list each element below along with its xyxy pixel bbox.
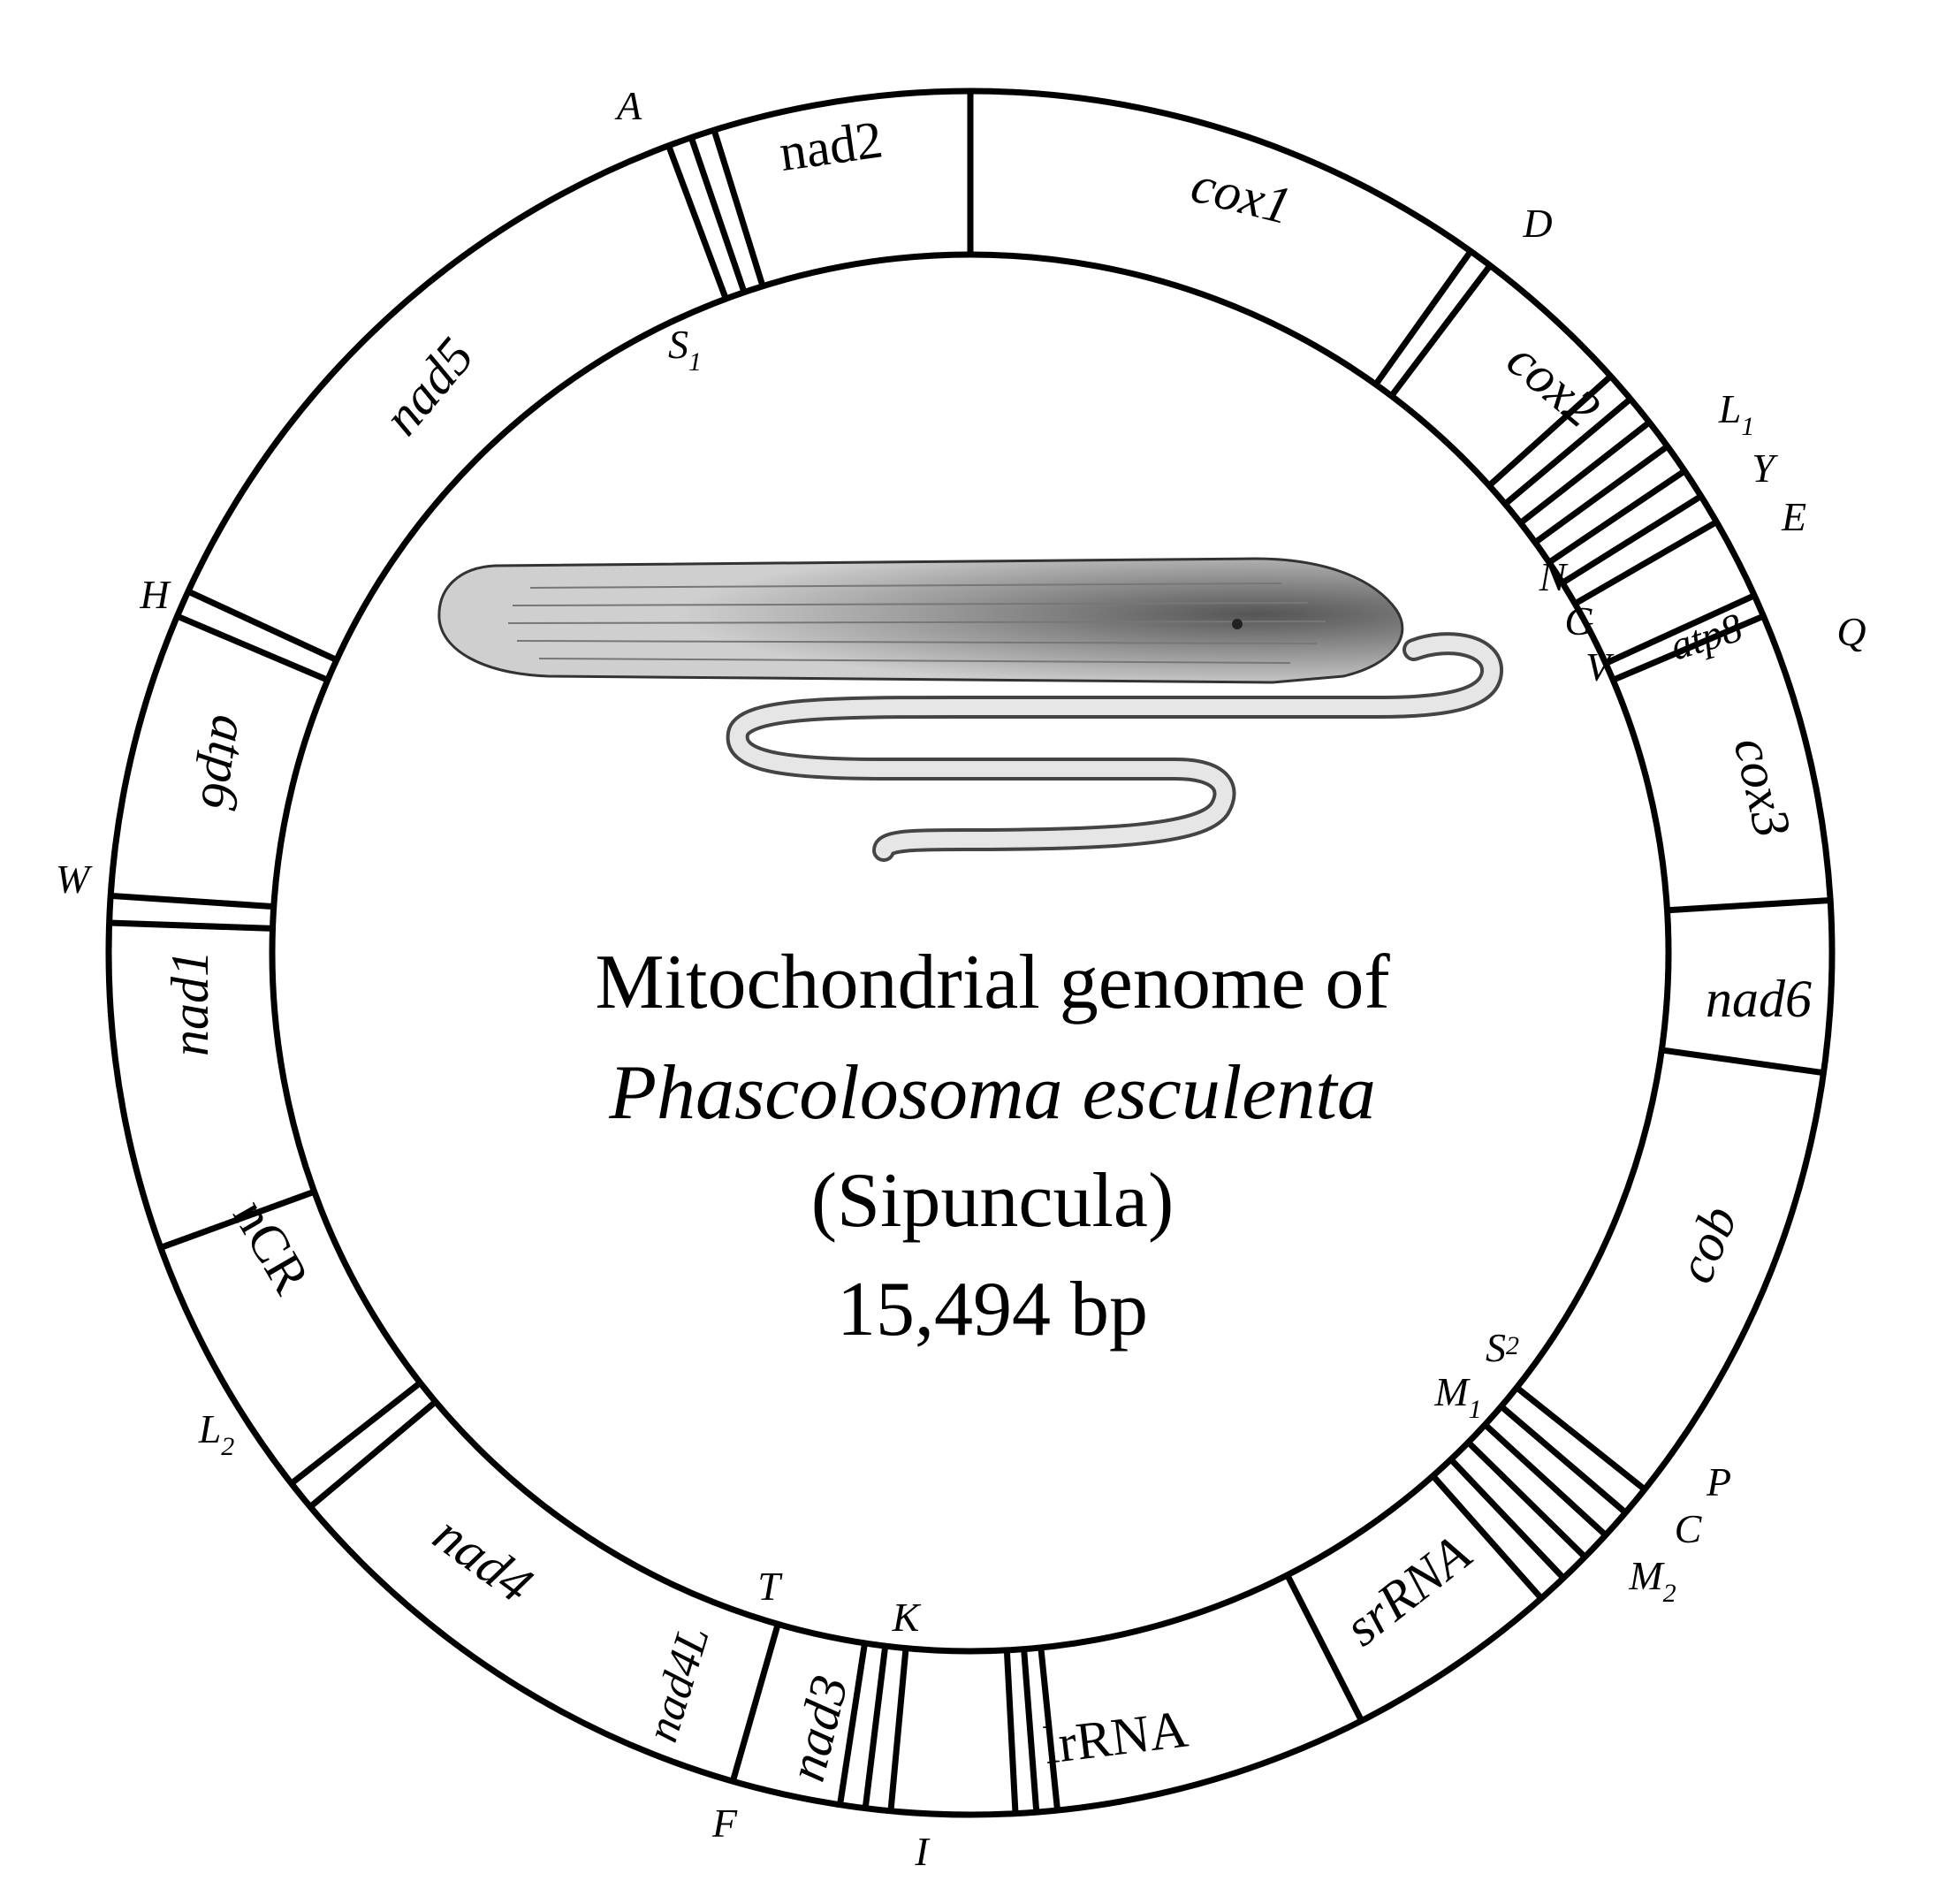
trna-label-W: W (56, 857, 93, 902)
trna-label-P: P (1706, 1459, 1731, 1504)
trna-label-N: N (1539, 554, 1569, 599)
ring-divider-2 (688, 136, 748, 293)
trna-label-H: H (139, 572, 171, 617)
ring-divider-6 (1486, 373, 1613, 488)
ring-divider-18 (1499, 1404, 1628, 1515)
ring-divider-4 (1372, 249, 1474, 386)
title-block: Mitochondrial genome of Phascolosoma esc… (595, 940, 1390, 1352)
gene-label-cox3: cox3 (1723, 732, 1803, 842)
ring-divider-8 (1518, 419, 1652, 526)
ring-divider-1 (665, 144, 729, 301)
title-line-length: 15,494 bp (837, 1267, 1148, 1352)
trna-label-S2: S2 (1486, 1325, 1519, 1370)
gene-label-nad1: nad1 (161, 950, 219, 1056)
trna-label-V: V (1585, 644, 1615, 689)
ring-divider-21 (1448, 1457, 1566, 1580)
gene-label-atp8: atp8 (1665, 605, 1747, 669)
ring-divider-11 (1561, 493, 1703, 586)
ring-divider-15 (1667, 896, 1831, 914)
title-line-phylum: (Sipuncula) (811, 1158, 1174, 1244)
trna-label-M1: M1 (1433, 1369, 1481, 1424)
ring-divider-26 (1003, 1649, 1019, 1814)
gene-label-cob: cob (1666, 1198, 1749, 1291)
gene-boundaries (109, 91, 1831, 1814)
ring-divider-9 (1533, 444, 1669, 545)
ring-divider-35 (110, 892, 274, 910)
ring-divider-25 (1021, 1649, 1040, 1813)
ring-divider-5 (1388, 263, 1493, 399)
gene-label-atp6: atp6 (190, 712, 261, 813)
title-line-species: Phascolosoma esculenta (608, 1050, 1376, 1136)
ring-divider-13 (1604, 592, 1756, 666)
gene-label-nad5: nad5 (372, 327, 485, 446)
ring-divider-33 (159, 1188, 315, 1251)
trna-label-Q: Q (1836, 609, 1866, 654)
gene-label-cox1: cox1 (1186, 155, 1297, 235)
gene-label-nad4L: nad4L (637, 1620, 719, 1748)
genome-ring (105, 88, 1836, 1818)
trna-label-M2: M2 (1628, 1553, 1676, 1608)
trna-label-D: D (1522, 201, 1552, 246)
ring-divider-30 (729, 1623, 781, 1783)
trna-label-K: K (892, 1595, 922, 1640)
ring-divider-19 (1483, 1422, 1608, 1538)
ring-divider-34 (109, 919, 273, 932)
ring-divider-12 (1573, 519, 1719, 607)
trna-labels: A S1 D L1 Y E N G V Q S2 M1 P C M2 T K F… (56, 83, 1866, 1874)
trna-label-F: F (711, 1801, 738, 1846)
worm-stripes (507, 583, 1326, 664)
ring-divider-3 (711, 129, 766, 287)
ring-divider-37 (186, 588, 338, 663)
worm-introvert-inner (729, 636, 1500, 858)
trna-label-I: I (914, 1829, 931, 1874)
ring-divider-28 (862, 1645, 889, 1809)
gene-label-nad6: nad6 (1706, 970, 1812, 1028)
trna-label-L1: L1 (1718, 386, 1755, 441)
trna-label-S1: S1 (668, 322, 702, 377)
ring-divider-27 (887, 1648, 909, 1812)
trna-label-A: A (614, 83, 642, 128)
ring-divider-22 (1430, 1474, 1544, 1601)
ring-divider-32 (289, 1380, 422, 1487)
gene-label-lrRNA: lrRNA (1040, 1699, 1190, 1774)
worm-trunk (437, 557, 1404, 684)
gene-label-nad2: nad2 (776, 110, 886, 182)
worm-anus-dot (1232, 619, 1243, 629)
sipunculid-worm-illustration (437, 557, 1503, 862)
ring-divider-36 (176, 613, 330, 683)
ring-divider-23 (1284, 1573, 1364, 1723)
gene-label-cox2: cox2 (1496, 330, 1610, 438)
ring-divider-31 (308, 1399, 438, 1510)
trna-label-C: C (1675, 1506, 1703, 1551)
ring-divider-14 (1611, 613, 1765, 683)
ring-divider-24 (1038, 1647, 1061, 1811)
ring-divider-20 (1466, 1440, 1587, 1559)
gene-label-nad4: nad4 (423, 1504, 544, 1614)
title-line-1: Mitochondrial genome of (595, 940, 1390, 1025)
ring-divider-16 (1661, 1047, 1824, 1077)
trna-label-T: T (757, 1564, 783, 1609)
ring-divider-17 (1515, 1385, 1647, 1492)
gene-label-nCR: nCR (222, 1190, 321, 1303)
trna-label-L2: L2 (198, 1406, 235, 1461)
gene-label-srRNA: srRNA (1334, 1524, 1481, 1657)
ring-divider-29 (837, 1642, 868, 1806)
trna-label-Y: Y (1752, 446, 1778, 491)
trna-label-E: E (1781, 494, 1806, 539)
ring-divider-10 (1547, 468, 1687, 566)
trna-label-G: G (1564, 598, 1593, 644)
ring-divider-7 (1502, 396, 1633, 506)
